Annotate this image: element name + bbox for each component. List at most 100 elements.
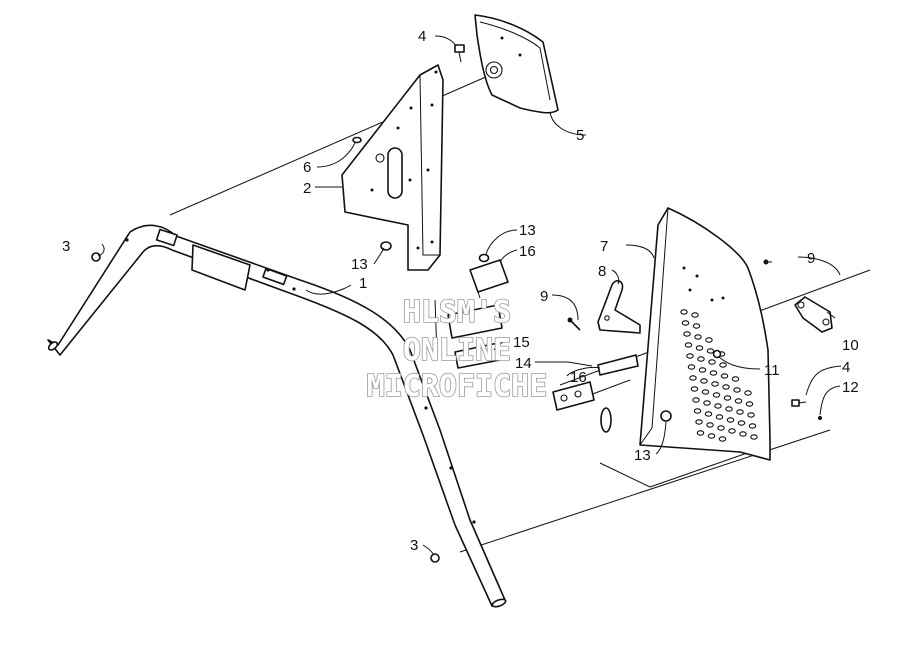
perforation-hole bbox=[700, 378, 708, 384]
perforation-hole bbox=[718, 436, 727, 442]
perforation-hole bbox=[692, 323, 701, 329]
part-10-bracket bbox=[794, 296, 833, 333]
perforation-hole bbox=[706, 348, 715, 354]
part-6-nut bbox=[352, 136, 362, 144]
callout-16-lower: 16 bbox=[570, 369, 587, 386]
perforation-hole bbox=[690, 386, 699, 392]
perforation-hole bbox=[726, 417, 735, 423]
perforation-hole bbox=[689, 375, 697, 381]
perforation-hole bbox=[691, 312, 699, 318]
perforation-hole bbox=[701, 389, 710, 395]
perforation-hole bbox=[714, 403, 722, 409]
perforation-hole bbox=[694, 334, 702, 340]
callout-11: 11 bbox=[764, 362, 780, 379]
perforation-hole bbox=[723, 395, 732, 401]
callout-3-bottom: 3 bbox=[410, 537, 418, 554]
part-3-nut-left bbox=[91, 252, 101, 262]
callout-5: 5 bbox=[576, 127, 584, 144]
perforation-hole bbox=[706, 422, 714, 428]
perforation-hole bbox=[733, 387, 741, 393]
callout-2: 2 bbox=[303, 180, 311, 197]
perforation-hole bbox=[696, 430, 705, 436]
perforation-hole bbox=[705, 337, 713, 343]
callout-15: 15 bbox=[513, 334, 530, 351]
perforation-hole bbox=[686, 353, 694, 359]
watermark-line-2: ONLINE bbox=[403, 333, 511, 368]
part-15-bracket bbox=[434, 299, 503, 369]
callout-9-right: 9 bbox=[807, 250, 815, 267]
perforation-hole bbox=[692, 397, 700, 403]
perforation-hole bbox=[719, 362, 727, 368]
part-13-nut-lower bbox=[660, 410, 672, 422]
part-3-nut-bottom bbox=[430, 553, 440, 563]
part-7-perforated-panel bbox=[639, 207, 771, 461]
perforation-hole bbox=[704, 411, 713, 417]
perforation-hole bbox=[709, 370, 718, 376]
part-16-clip-upper bbox=[469, 259, 509, 299]
perforation-hole bbox=[684, 342, 693, 348]
part-14-clip bbox=[552, 354, 639, 433]
part-1-frame-tube bbox=[47, 224, 507, 608]
perforation-hole bbox=[683, 331, 691, 337]
callout-13-lower: 13 bbox=[634, 447, 651, 464]
part-2-bracket-plate bbox=[341, 64, 444, 271]
perforation-hole bbox=[739, 431, 747, 437]
perforation-hole bbox=[717, 425, 725, 431]
perforation-hole bbox=[734, 398, 743, 404]
alignment-lines bbox=[169, 75, 871, 553]
perforation-hole bbox=[693, 408, 702, 414]
callout-6: 6 bbox=[303, 159, 311, 176]
perforation-hole bbox=[750, 434, 758, 440]
part-12-screw bbox=[791, 399, 822, 420]
perforation-hole bbox=[725, 406, 733, 412]
perforation-hole bbox=[698, 367, 707, 373]
perforation-hole bbox=[744, 390, 752, 396]
part-5-cover-shield bbox=[474, 14, 559, 114]
watermark: HLSM'S ONLINE MICROFICHE bbox=[366, 294, 548, 405]
perforation-hole bbox=[722, 384, 730, 390]
callout-1: 1 bbox=[359, 275, 367, 292]
callout-4-lower: 4 bbox=[842, 359, 850, 376]
part-11-rivet bbox=[712, 349, 722, 359]
panel-perforations bbox=[680, 309, 758, 442]
perforation-hole bbox=[712, 392, 721, 398]
watermark-line-3: MICROFICHE bbox=[367, 369, 548, 404]
perforation-hole bbox=[695, 419, 703, 425]
callout-13-upper: 13 bbox=[351, 256, 368, 273]
callout-labels: 1 2 3 3 4 4 5 6 7 8 9 9 10 11 12 13 13 1… bbox=[62, 28, 859, 554]
perforation-hole bbox=[711, 381, 719, 387]
callout-12: 12 bbox=[842, 379, 859, 396]
perforation-hole bbox=[703, 400, 711, 406]
perforation-hole bbox=[748, 423, 757, 429]
part-13-nut-upper bbox=[380, 241, 392, 251]
part-8-latch-bracket bbox=[597, 280, 641, 334]
perforation-hole bbox=[695, 345, 704, 351]
callout-14: 14 bbox=[515, 355, 532, 372]
leader-lines bbox=[97, 35, 842, 556]
part-13-nut-middle bbox=[478, 253, 490, 263]
perforation-hole bbox=[745, 401, 754, 407]
perforation-hole bbox=[731, 376, 740, 382]
callout-7: 7 bbox=[600, 238, 608, 255]
callout-8: 8 bbox=[598, 263, 606, 280]
callout-3-left: 3 bbox=[62, 238, 70, 255]
perforation-hole bbox=[680, 309, 688, 315]
watermark-line-1: HLSM'S bbox=[403, 295, 511, 330]
perforation-hole bbox=[708, 359, 716, 365]
perforation-hole bbox=[687, 364, 696, 370]
perforation-hole bbox=[728, 428, 736, 434]
callout-10: 10 bbox=[842, 337, 859, 354]
perforation-hole bbox=[747, 412, 755, 418]
perforation-hole bbox=[720, 373, 729, 379]
perforation-hole bbox=[697, 356, 705, 362]
perforation-hole bbox=[681, 320, 690, 326]
callout-16-upper: 16 bbox=[519, 243, 536, 260]
callout-9-middle: 9 bbox=[540, 288, 548, 305]
part-9-screw-middle bbox=[567, 317, 581, 331]
callout-4-upper: 4 bbox=[418, 28, 426, 45]
part-4-screw-upper bbox=[454, 44, 465, 63]
perforation-hole bbox=[707, 433, 716, 439]
part-9-screw-right bbox=[763, 259, 772, 265]
perforation-hole bbox=[736, 409, 744, 415]
